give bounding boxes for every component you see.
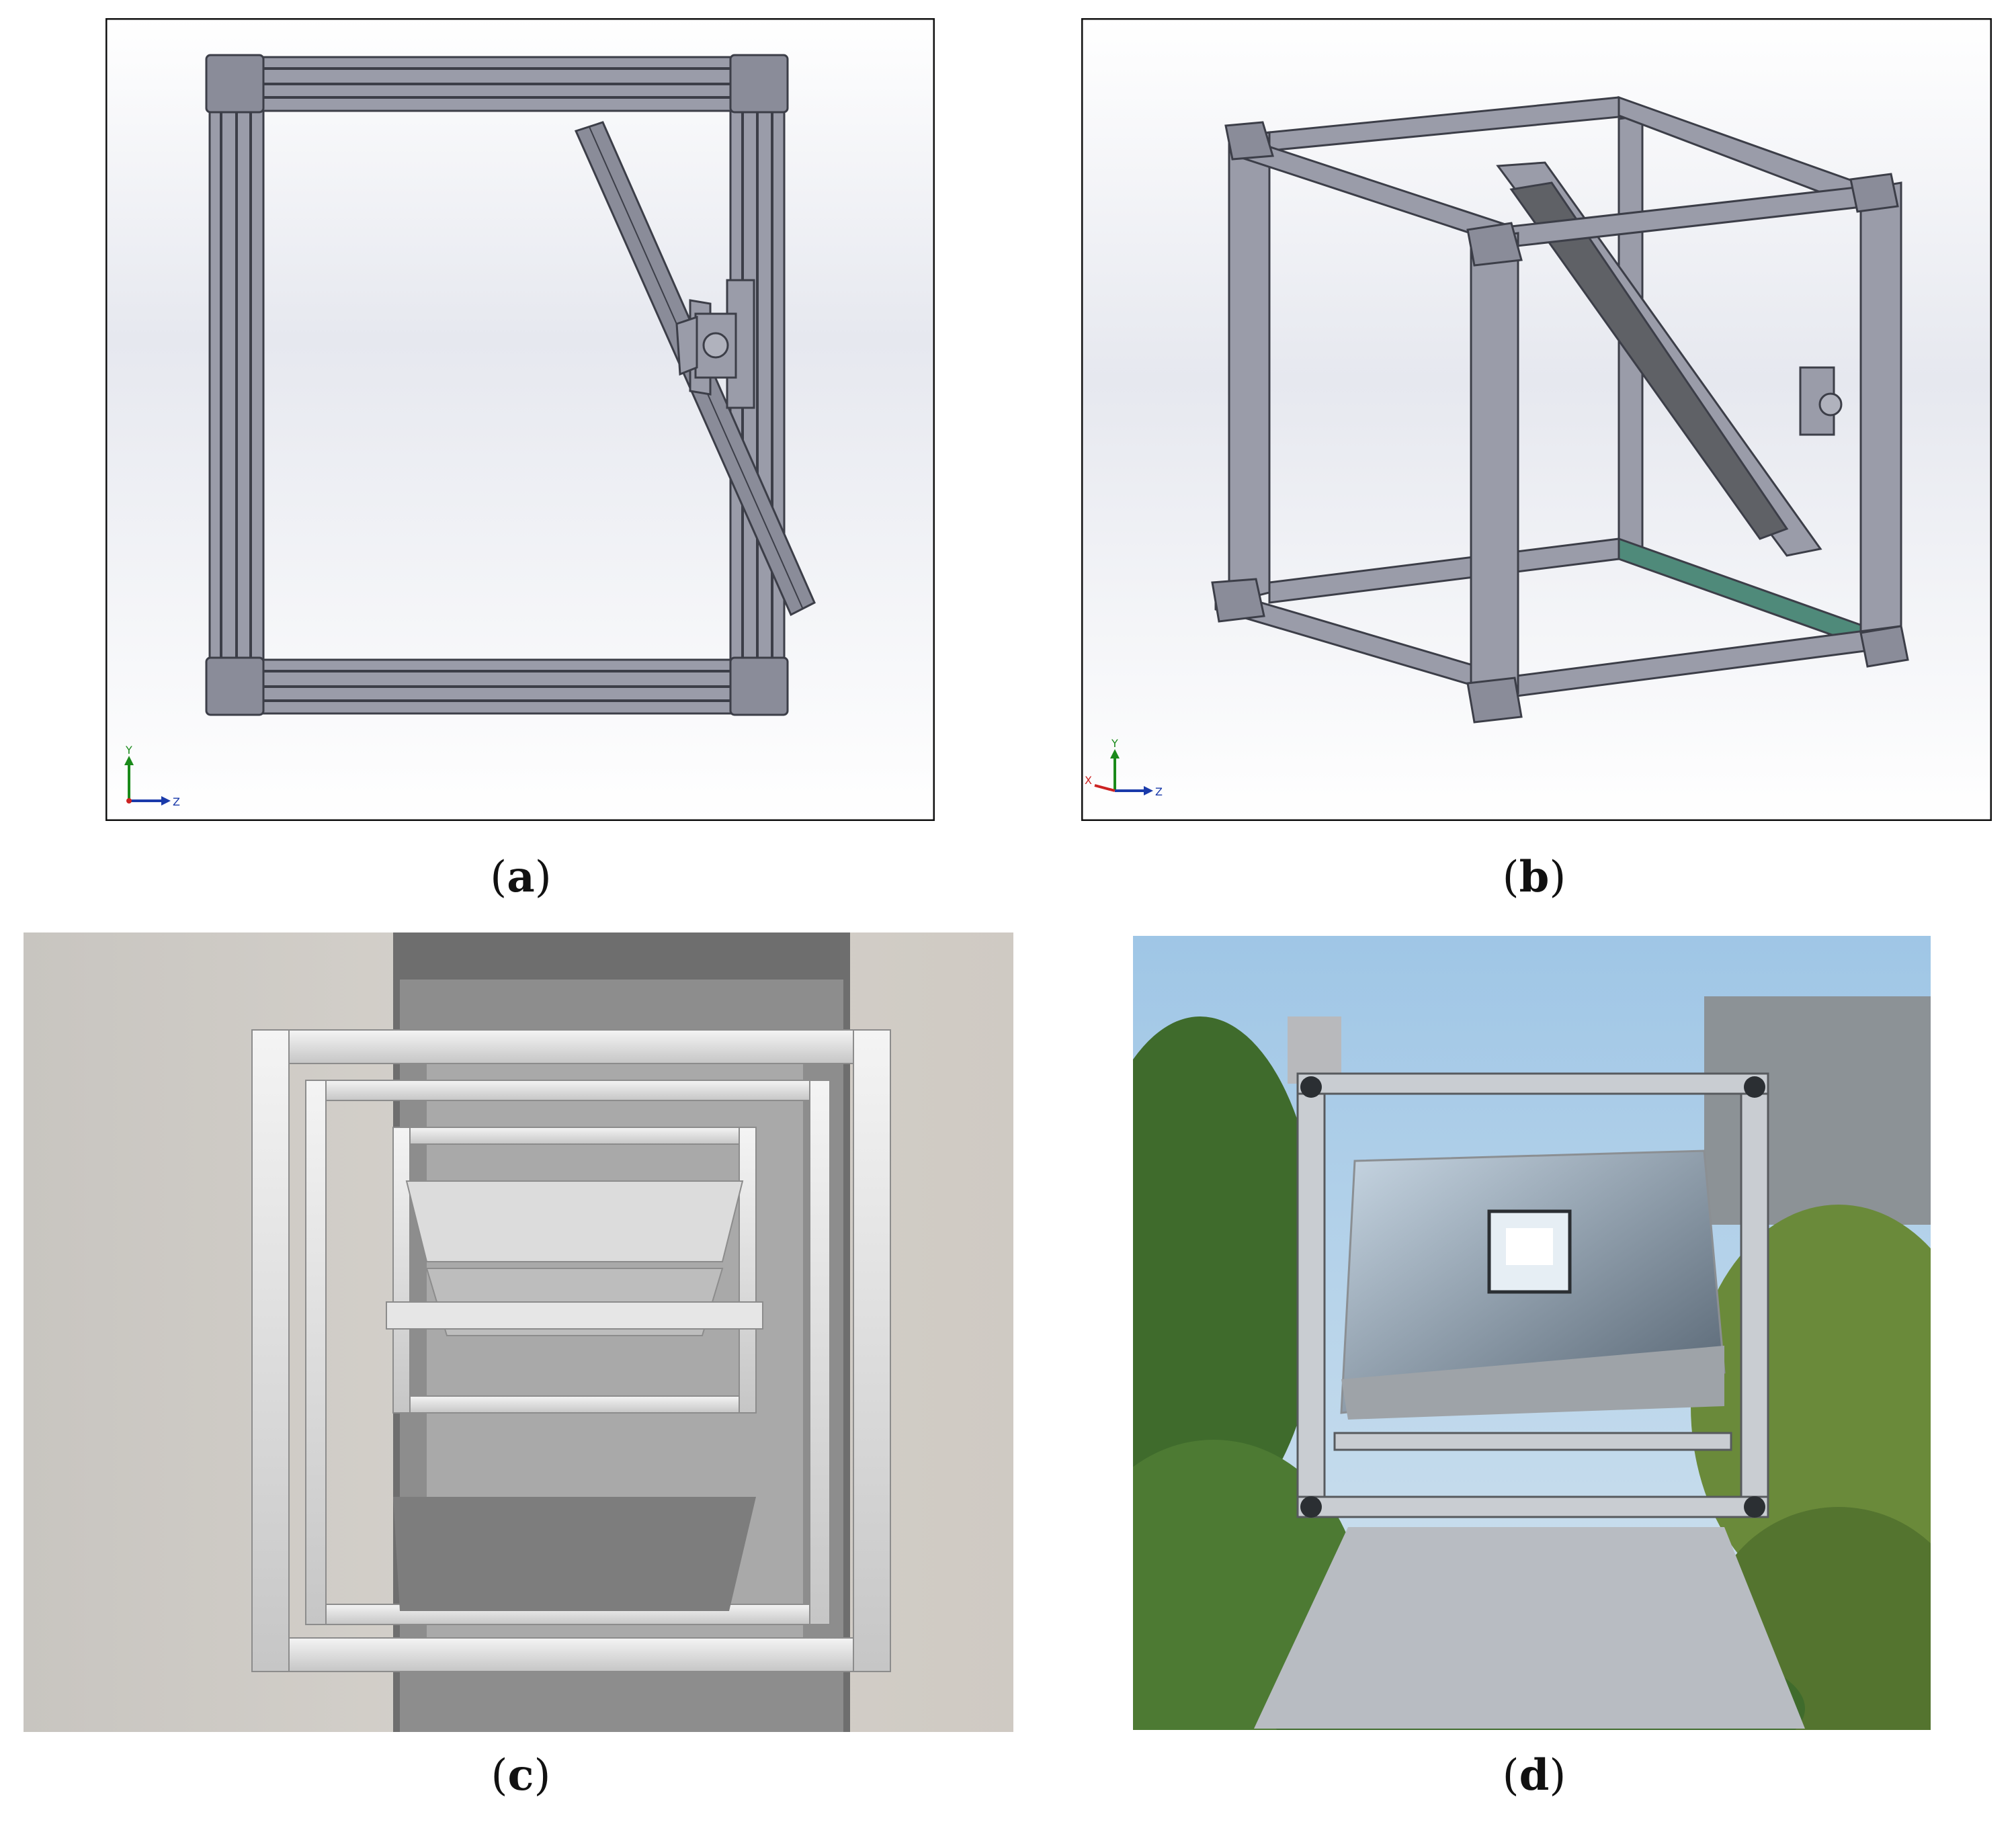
axis-triad: Y X Z (1085, 737, 1163, 798)
panel-b-border (1081, 18, 1992, 821)
caption-b-open: ( (1502, 853, 1519, 902)
rendered-reflector-panel (386, 1180, 763, 1336)
caption-d: (d) (1433, 1750, 1635, 1801)
caption-b-letter: b (1519, 852, 1550, 902)
caption-c-letter: c (507, 1750, 534, 1801)
caption-c-open: ( (491, 1751, 508, 1801)
triad-z-label: Z (1155, 785, 1163, 798)
caption-d-open: ( (1502, 1751, 1519, 1801)
caption-d-close: ) (1549, 1751, 1566, 1801)
distant-building (1288, 1016, 1341, 1084)
top-beam (208, 56, 786, 112)
caption-c-close: ) (534, 1751, 551, 1801)
metal-mount-rail (1254, 1527, 1805, 1729)
caption-a-close: ) (534, 853, 552, 902)
caption-b: (b) (1433, 852, 1635, 902)
caption-c: (c) (420, 1750, 622, 1801)
aluminum-frame (251, 1029, 891, 1672)
corner-bolts (1300, 1076, 1765, 1518)
caption-a: (a) (420, 852, 622, 902)
parking-structure (1704, 996, 1931, 1225)
triad-y-label: Y (1111, 737, 1118, 750)
hinge-bracket (675, 279, 755, 409)
caption-a-letter: a (507, 852, 535, 902)
triad-x-label: X (1085, 774, 1092, 787)
panel-b-drawing: Y X Z (1081, 18, 1992, 821)
panel-a-drawing: Y Z (106, 18, 935, 821)
caption-d-letter: d (1519, 1750, 1550, 1801)
panel-a-cad-side-view: Y Z (106, 18, 935, 821)
triad-z-label: Z (173, 795, 180, 808)
panel-b-cad-isometric-view: Y X Z (1081, 18, 1992, 821)
left-post (208, 110, 265, 661)
triad-y-label: Y (125, 744, 132, 756)
floor-shadow (393, 1497, 756, 1611)
photo-mirror-panel (1340, 1149, 1726, 1420)
isometric-frame (1211, 95, 1909, 724)
caption-a-open: ( (490, 853, 507, 902)
caption-b-close: ) (1549, 853, 1566, 902)
axis-triad: Y Z (124, 744, 180, 808)
corner-blocks (205, 54, 789, 716)
panel-d-photograph (1133, 936, 1931, 1730)
aluminum-box-frame (1296, 1072, 1769, 1518)
panel-c-rendered-scene (24, 932, 1013, 1732)
bottom-beam (208, 658, 786, 715)
panel-c-drawing (24, 932, 1013, 1732)
panel-d-drawing (1133, 936, 1931, 1730)
